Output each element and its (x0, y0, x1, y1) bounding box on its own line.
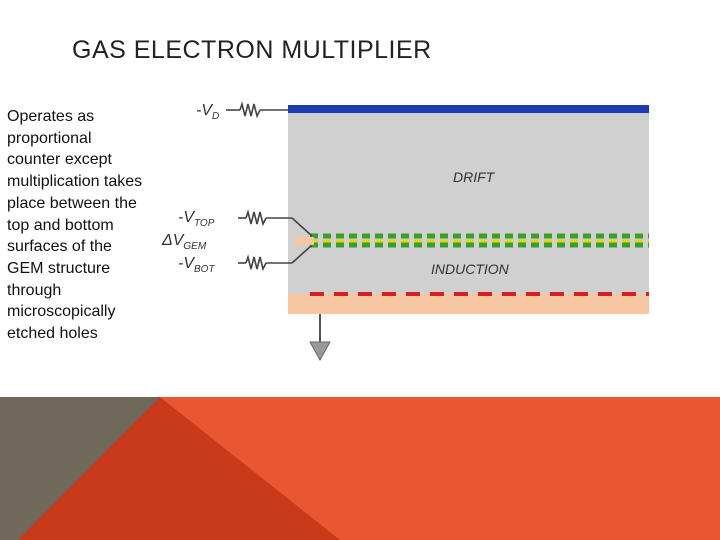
slide-body-text: Operates as proportional counter except … (7, 108, 143, 343)
drift-electrode (288, 105, 649, 113)
bot-voltage-label: -VBOT (178, 255, 215, 275)
drift-resistor (226, 101, 288, 119)
gem-bridge-tab (294, 237, 314, 245)
slide-title: GAS ELECTRON MULTIPLIER (72, 36, 432, 64)
bot-resistor (238, 244, 313, 272)
ground-symbol (309, 341, 331, 362)
drift-region-label: DRIFT (453, 169, 496, 185)
top-resistor (238, 209, 313, 237)
gas-volume (288, 111, 649, 294)
gem-detector-diagram: -VD -VTOP ΔVGEM -VBOT DRIFT INDUCTION (161, 101, 649, 362)
readout-board (288, 294, 649, 314)
gem-voltage-label: ΔVGEM (161, 232, 207, 252)
decorative-footer-band (0, 397, 720, 540)
gem-foil (310, 233, 649, 248)
drift-voltage-label: -VD (196, 102, 219, 122)
top-voltage-label: -VTOP (178, 209, 215, 229)
footer-gray-wedge (0, 397, 160, 540)
induction-region-label: INDUCTION (431, 261, 510, 277)
